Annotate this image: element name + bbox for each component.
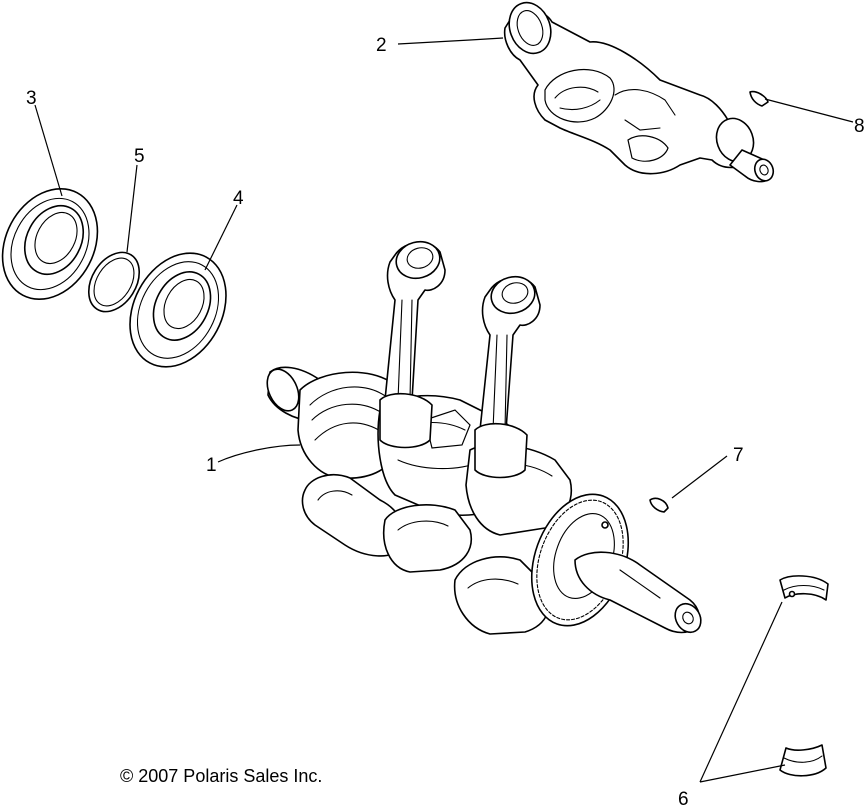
callout-6: 6 xyxy=(678,789,689,806)
callout-3: 3 xyxy=(26,88,37,109)
leader-6b xyxy=(699,601,783,783)
callout-4: 4 xyxy=(233,188,244,209)
leader-2 xyxy=(397,37,504,45)
leader-1 xyxy=(217,444,301,463)
balance-shaft xyxy=(503,1,775,183)
leader-8 xyxy=(764,98,854,123)
leader-4 xyxy=(204,204,238,271)
leader-6a xyxy=(699,764,786,783)
crankshaft-assembly xyxy=(266,240,702,635)
bearing-4 xyxy=(129,252,227,368)
woodruff-key-7 xyxy=(649,497,669,513)
callout-8: 8 xyxy=(854,116,865,137)
leader-5 xyxy=(126,164,138,253)
snap-ring-5 xyxy=(87,251,141,313)
callout-5: 5 xyxy=(134,146,145,167)
leader-lines xyxy=(34,37,854,783)
leader-3 xyxy=(34,104,63,197)
callout-7: 7 xyxy=(733,445,744,466)
leader-7 xyxy=(671,455,728,499)
bearing-shell-lower xyxy=(779,744,827,777)
bearing-shell-upper xyxy=(779,575,829,601)
callout-1: 1 xyxy=(206,455,217,476)
copyright-notice: © 2007 Polaris Sales Inc. xyxy=(120,766,322,786)
bearing-3 xyxy=(1,187,99,301)
woodruff-key-8 xyxy=(749,90,769,107)
callout-2: 2 xyxy=(376,35,387,56)
callout-labels: 1 2 3 4 5 6 7 8 xyxy=(26,35,865,806)
